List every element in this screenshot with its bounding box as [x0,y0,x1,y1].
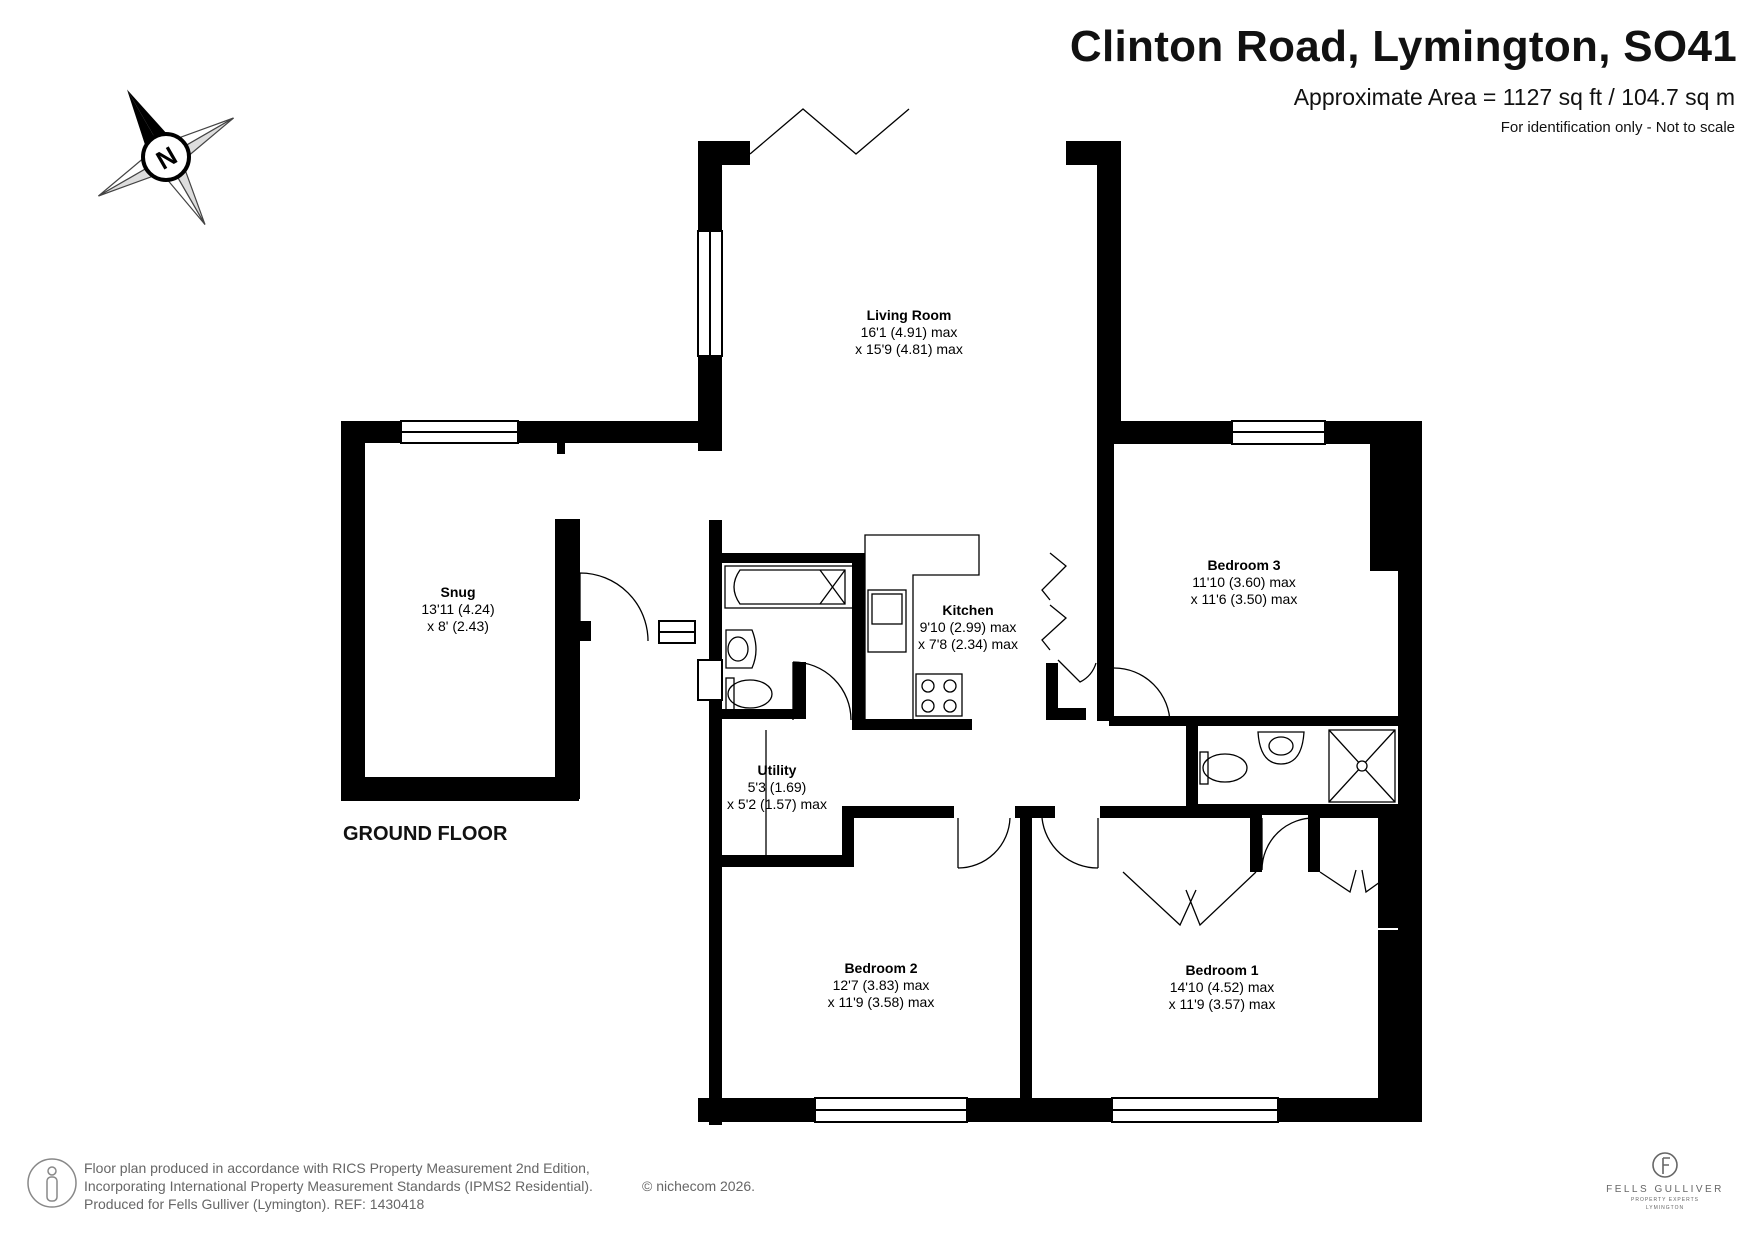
footer-line1: Floor plan produced in accordance with R… [84,1160,590,1176]
living-room-dim2: x 15'9 (4.81) max [855,341,963,357]
door-ensuite [1261,817,1317,871]
toilet-icon-wc [725,677,773,711]
footer-copyright: © nichecom 2026. [642,1178,756,1194]
brand-block: FELLS GULLIVER PROPERTY EXPERTS LYMINGTO… [1600,1150,1730,1211]
snug-dim1: 13'11 (4.24) [421,601,494,617]
living-room-dim1: 16'1 (4.91) max [861,324,958,340]
basin-icon-wc [725,629,757,669]
fixtures [724,534,1396,855]
snug-label: Snug [441,584,476,600]
shower-icon [1328,729,1396,803]
bedroom1-label: Bedroom 1 [1185,962,1258,978]
kitchen-dim2: x 7'8 (2.34) max [918,636,1018,652]
room-labels: Living Room 16'1 (4.91) max x 15'9 (4.81… [421,307,1297,1012]
brand-location: LYMINGTON [1645,1205,1685,1211]
windows [400,230,1326,1123]
bedroom3-label: Bedroom 3 [1207,557,1280,573]
identification-note: For identification only - Not to scale [1500,119,1735,136]
compass-icon: N [98,89,234,225]
toilet-icon-ensuite [1199,751,1248,785]
living-room-label: Living Room [867,307,952,323]
brand-subtitle: PROPERTY EXPERTS [1631,1197,1699,1203]
footer-line3: Produced for Fells Gulliver (Lymington).… [84,1196,425,1212]
door-wc [792,661,852,721]
door-utility [957,817,1011,869]
bedroom2-dim1: 12'7 (3.83) max [833,977,930,993]
doors [579,108,1395,927]
walls [341,141,1422,1125]
wardrobe-doors-bedroom1 [1122,871,1257,927]
snug-dim2: x 8' (2.43) [427,618,489,634]
door-snug [579,572,649,642]
bedroom1-dim2: x 11'9 (3.57) max [1169,996,1276,1012]
bedroom3-dim1: 11'10 (3.60) max [1192,574,1296,590]
person-icon [27,1158,77,1208]
approximate-area: Approximate Area = 1127 sq ft / 104.7 sq… [1293,84,1735,110]
wardrobe-doors-bedroom1-right [1319,869,1395,894]
window-wc [697,659,723,701]
property-address-title: Clinton Road, Lymington, SO41 [1069,22,1737,71]
brand-name: FELLS GULLIVER [1606,1184,1724,1195]
cupboard-doors-kitchen [1041,552,1067,651]
kitchen-sink [867,589,907,653]
floor-label: GROUND FLOOR [343,823,508,845]
bedroom3-dim2: x 11'6 (3.50) max [1191,591,1298,607]
bedroom2-dim2: x 11'9 (3.58) max [828,994,935,1010]
door-bedroom1 [1041,817,1099,869]
utility-dim1: 5'3 (1.69) [748,779,807,795]
door-bedroom3 [1113,667,1171,725]
cupboard-door-hall [1057,659,1097,683]
utility-dim2: x 5'2 (1.57) max [727,796,827,812]
kitchen-dim1: 9'10 (2.99) max [920,619,1017,635]
basin-icon-ensuite [1257,731,1305,765]
hob-icon [915,673,963,717]
utility-label: Utility [758,762,797,778]
footer-line2: Incorporating International Property Mea… [84,1178,593,1194]
kitchen-worktop [864,534,980,719]
kitchen-label: Kitchen [942,602,993,618]
bedroom1-dim1: 14'10 (4.52) max [1170,979,1275,995]
bath-icon [724,565,854,609]
fells-gulliver-logo-icon [1652,1152,1678,1178]
bedroom2-label: Bedroom 2 [844,960,917,976]
bifold-doors [749,108,910,155]
footer-notes: Floor plan produced in accordance with R… [84,1159,755,1213]
